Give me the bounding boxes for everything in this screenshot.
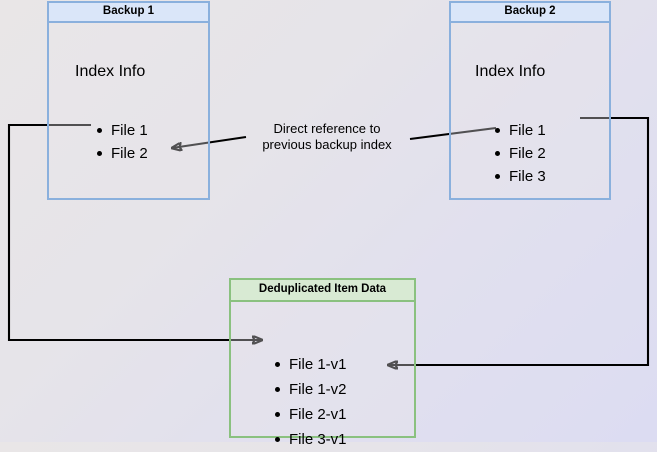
node-dedup-file-list: File 1-v1 File 1-v2 File 2-v1 File 3-v1 (275, 352, 347, 452)
node-backup2-body: Index Info File 1 File 2 File 3 (451, 23, 609, 198)
node-backup1-body: Index Info File 1 File 2 (49, 23, 208, 198)
node-backup1-header: Backup 1 (49, 3, 208, 23)
edge-label-line-1: Direct reference to (273, 121, 381, 136)
node-backup2-file-list: File 1 File 2 File 3 (495, 119, 546, 188)
node-backup2[interactable]: Backup 2 Index Info File 1 File 2 File 3 (449, 1, 611, 200)
list-item: File 2-v1 (275, 402, 347, 427)
edge-label-line-2: previous backup index (262, 137, 392, 152)
node-backup2-header: Backup 2 (451, 3, 609, 23)
list-item: File 2 (495, 142, 546, 165)
node-dedup-body: File 1-v1 File 1-v2 File 2-v1 File 3-v1 (231, 302, 414, 448)
edge-label-direct-reference: Direct reference to previous backup inde… (246, 121, 408, 153)
node-deduplicated-item-data[interactable]: Deduplicated Item Data File 1-v1 File 1-… (229, 278, 416, 448)
list-item: File 1-v1 (275, 352, 347, 377)
list-item: File 3 (495, 165, 546, 188)
node-backup2-subtitle: Index Info (475, 63, 546, 80)
list-item: File 1 (495, 119, 546, 142)
diagram-canvas: Backup 1 Index Info File 1 File 2 Backup… (7, 1, 650, 448)
node-backup1-file-list: File 1 File 2 (97, 119, 148, 165)
node-backup1-subtitle: Index Info (75, 63, 146, 80)
node-backup1[interactable]: Backup 1 Index Info File 1 File 2 (47, 1, 210, 200)
node-dedup-header: Deduplicated Item Data (231, 280, 414, 302)
list-item: File 3-v1 (275, 427, 347, 452)
list-item: File 1 (97, 119, 148, 142)
list-item: File 1-v2 (275, 377, 347, 402)
list-item: File 2 (97, 142, 148, 165)
